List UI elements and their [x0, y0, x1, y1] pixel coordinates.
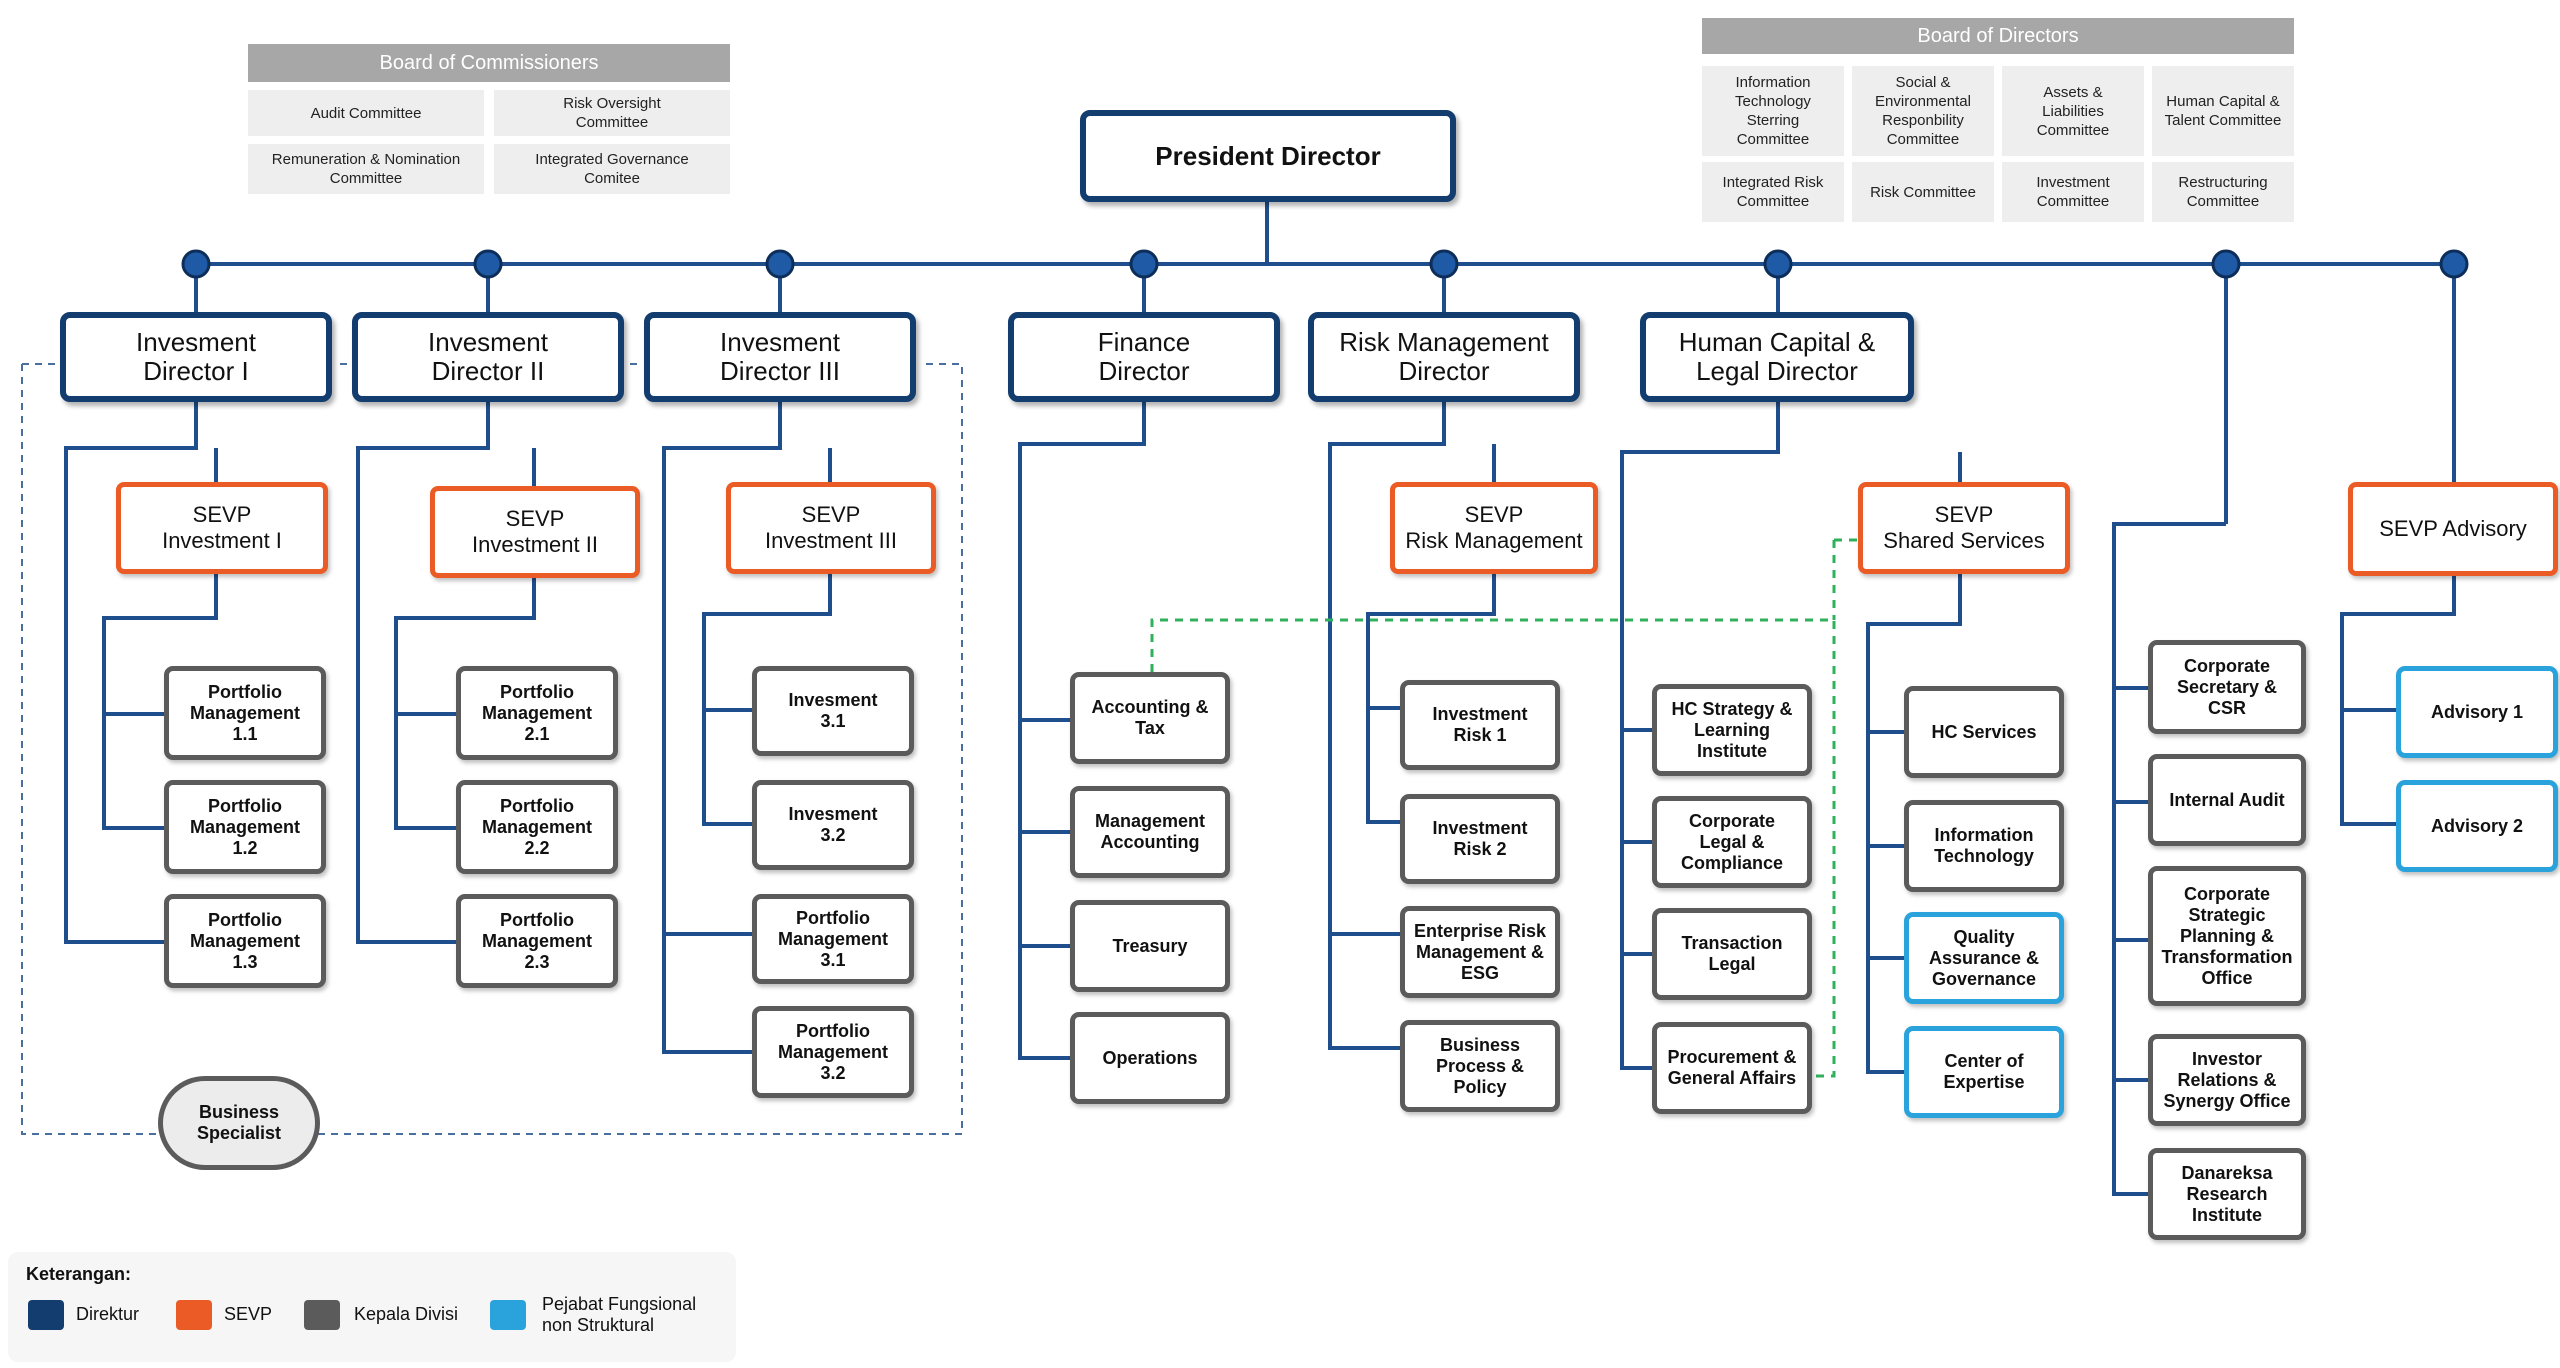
corporate-strategic-planning-transformation-office-box: Corporate Strategic Planning & Transform…	[2148, 866, 2306, 1006]
investment-director-2-box: Invesment Director II	[352, 312, 624, 402]
bus-node	[2439, 249, 2469, 279]
bus-node	[765, 249, 795, 279]
sevp-investment-3-box: SEVP Investment III	[726, 482, 936, 574]
investor-relations-synergy-office-box: Investor Relations & Synergy Office	[2148, 1034, 2306, 1126]
portfolio-management-2-2-box: Portfolio Management 2.2	[456, 780, 618, 874]
investment-director-1-box: Invesment Director I	[60, 312, 332, 402]
bus-node	[2211, 249, 2241, 279]
sevp-advisory-box: SEVP Advisory	[2348, 482, 2558, 576]
investment-director-3-box: Invesment Director III	[644, 312, 916, 402]
procurement-general-affairs-box: Procurement & General Affairs	[1652, 1022, 1812, 1114]
committee-cell: Integrated Risk Committee	[1702, 162, 1844, 222]
internal-audit-box: Internal Audit	[2148, 754, 2306, 846]
portfolio-management-1-1-box: Portfolio Management 1.1	[164, 666, 326, 760]
president-director-box: President Director	[1080, 110, 1456, 202]
board-of-commissioners-header: Board of Commissioners	[248, 44, 730, 82]
finance-director-box: Finance Director	[1008, 312, 1280, 402]
committee-cell: Investment Committee	[2002, 162, 2144, 222]
quality-assurance-governance-box: Quality Assurance & Governance	[1904, 912, 2064, 1004]
information-technology-box: Information Technology	[1904, 800, 2064, 892]
sevp-risk-management-box: SEVP Risk Management	[1390, 482, 1598, 574]
portfolio-management-3-2-box: Portfolio Management 3.2	[752, 1006, 914, 1098]
bus-node	[1763, 249, 1793, 279]
legend-label-functional: Pejabat Fungsional non Struktural	[542, 1294, 697, 1335]
transaction-legal-box: Transaction Legal	[1652, 908, 1812, 1000]
investment-3-2-box: Invesment 3.2	[752, 780, 914, 870]
advisory-2-box: Advisory 2	[2396, 780, 2558, 872]
bus-node	[473, 249, 503, 279]
committee-cell: Social & Environmental Responbility Comm…	[1852, 66, 1994, 156]
enterprise-risk-management-esg-box: Enterprise Risk Management & ESG	[1400, 906, 1560, 998]
human-capital-legal-director-box: Human Capital & Legal Director	[1640, 312, 1914, 402]
business-process-policy-box: Business Process & Policy	[1400, 1020, 1560, 1112]
portfolio-management-3-1-box: Portfolio Management 3.1	[752, 894, 914, 984]
business-specialist-box: Business Specialist	[158, 1076, 320, 1170]
committee-cell: Restructuring Committee	[2152, 162, 2294, 222]
committee-cell: Remuneration & Nomination Committee	[248, 144, 484, 194]
advisory-1-box: Advisory 1	[2396, 666, 2558, 758]
sevp-investment-1-box: SEVP Investment I	[116, 482, 328, 574]
legend-label-sevp: SEVP	[224, 1304, 273, 1324]
corporate-secretary-csr-box: Corporate Secretary & CSR	[2148, 640, 2306, 734]
investment-risk-1-box: Investment Risk 1	[1400, 680, 1560, 770]
treasury-box: Treasury	[1070, 900, 1230, 992]
hc-services-box: HC Services	[1904, 686, 2064, 778]
committee-cell: Information Technology Sterring Committe…	[1702, 66, 1844, 156]
sevp-shared-services-box: SEVP Shared Services	[1858, 482, 2070, 574]
legend-title: Keterangan:	[26, 1264, 132, 1284]
committee-cell: Audit Committee	[248, 90, 484, 136]
portfolio-management-2-3-box: Portfolio Management 2.3	[456, 894, 618, 988]
committee-cell: Human Capital & Talent Committee	[2152, 66, 2294, 156]
legend-label-director: Direktur	[76, 1304, 140, 1324]
legend-swatch-sevp	[176, 1300, 212, 1330]
legend: Keterangan: Direktur SEVP Kepala Divisi …	[8, 1252, 736, 1362]
bus-node	[1429, 249, 1459, 279]
board-of-directors-header: Board of Directors	[1702, 18, 2294, 54]
operations-box: Operations	[1070, 1012, 1230, 1104]
legend-swatch-director	[28, 1300, 64, 1330]
bus-node	[1129, 249, 1159, 279]
investment-3-1-box: Invesment 3.1	[752, 666, 914, 756]
investment-risk-2-box: Investment Risk 2	[1400, 794, 1560, 884]
legend-swatch-division	[304, 1300, 340, 1330]
corporate-legal-compliance-box: Corporate Legal & Compliance	[1652, 796, 1812, 888]
legend-label-division: Kepala Divisi	[354, 1304, 459, 1324]
danareksa-research-institute-box: Danareksa Research Institute	[2148, 1148, 2306, 1240]
portfolio-management-1-3-box: Portfolio Management 1.3	[164, 894, 326, 988]
sevp-investment-2-box: SEVP Investment II	[430, 486, 640, 578]
hc-strategy-learning-institute-box: HC Strategy & Learning Institute	[1652, 684, 1812, 776]
center-of-expertise-box: Center of Expertise	[1904, 1026, 2064, 1118]
portfolio-management-1-2-box: Portfolio Management 1.2	[164, 780, 326, 874]
committee-cell: Assets & Liabilities Committee	[2002, 66, 2144, 156]
portfolio-management-2-1-box: Portfolio Management 2.1	[456, 666, 618, 760]
committee-cell: Integrated Governance Comitee	[494, 144, 730, 194]
management-accounting-box: Management Accounting	[1070, 786, 1230, 878]
legend-swatch-functional	[490, 1300, 526, 1330]
accounting-tax-box: Accounting & Tax	[1070, 672, 1230, 764]
committee-cell: Risk Oversight Committee	[494, 90, 730, 136]
risk-management-director-box: Risk Management Director	[1308, 312, 1580, 402]
bus-node	[181, 249, 211, 279]
committee-cell: Risk Committee	[1852, 162, 1994, 222]
